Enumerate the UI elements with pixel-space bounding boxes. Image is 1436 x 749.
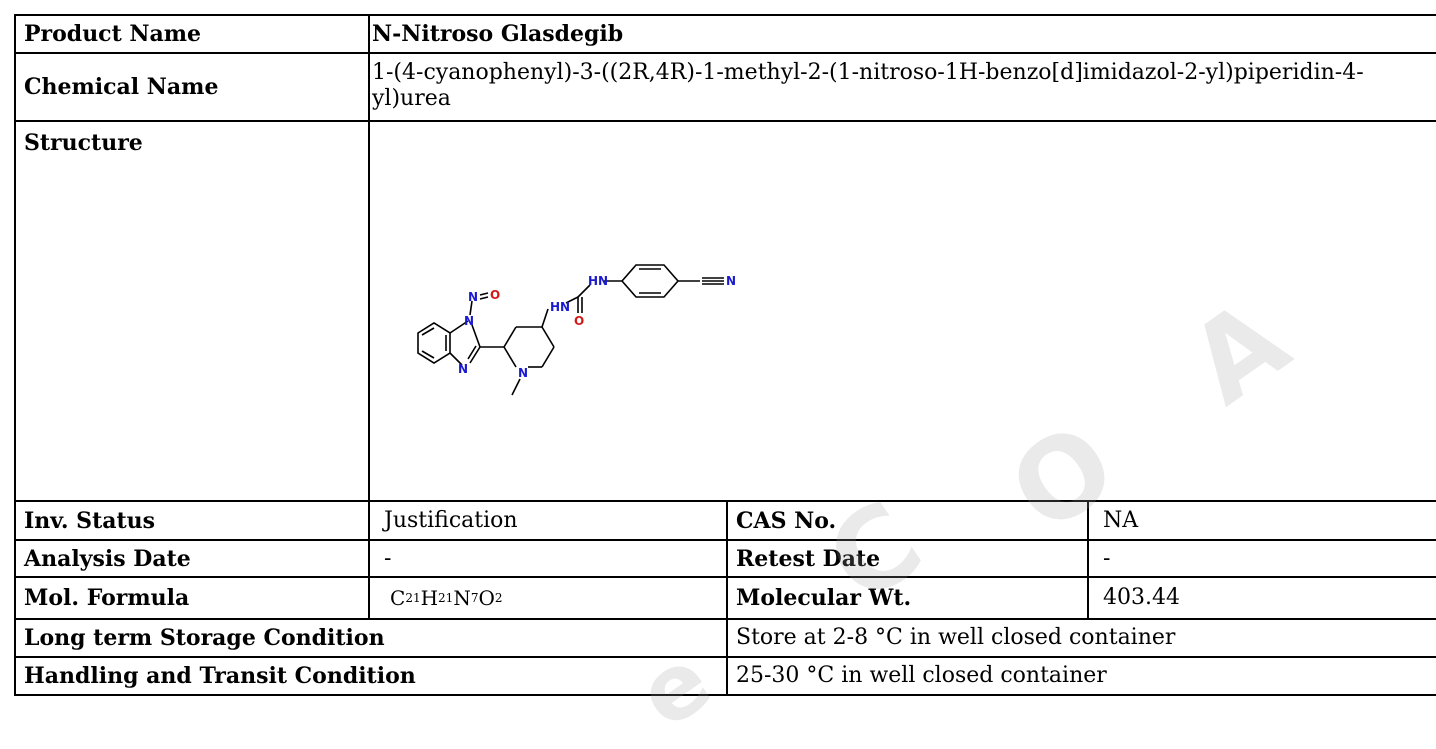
atom-hn-aryl: HN <box>588 274 608 288</box>
atom-n-piperidine: N <box>518 366 528 380</box>
atom-o-nitroso: O <box>490 288 500 302</box>
chemical-structure-diagram: N N O HN HN O N N N <box>417 264 736 396</box>
analysis-date-value: - <box>370 541 728 576</box>
formula-h: H <box>420 586 439 610</box>
chemical-name-value: 1-(4-cyanophenyl)-3-((2R,4R)-1-methyl-2-… <box>370 54 1436 120</box>
formula-c: C <box>390 586 406 610</box>
product-name-value: N-Nitroso Glasdegib <box>370 16 1436 52</box>
molecular-wt-label: Molecular Wt. <box>728 578 1089 618</box>
formula-o: O <box>478 586 495 610</box>
atom-n-nitrile: N <box>726 274 736 288</box>
retest-date-value: - <box>1089 541 1436 576</box>
cas-no-label: CAS No. <box>728 502 1089 539</box>
handling-transit-label: Handling and Transit Condition <box>16 658 728 694</box>
atom-hn-piperidine: HN <box>550 300 570 314</box>
atom-o-urea: O <box>574 314 584 328</box>
cas-no-value: NA <box>1089 502 1436 539</box>
row-chemical-name: Chemical Name 1-(4-cyanophenyl)-3-((2R,4… <box>16 54 1436 122</box>
analysis-date-label: Analysis Date <box>16 541 370 576</box>
row-handling-transit: Handling and Transit Condition 25-30 °C … <box>16 658 1436 696</box>
product-name-label: Product Name <box>16 16 370 52</box>
long-term-storage-value: Store at 2-8 °C in well closed container <box>728 620 1436 656</box>
row-product-name: Product Name N-Nitroso Glasdegib <box>16 16 1436 54</box>
mol-formula-label: Mol. Formula <box>16 578 370 618</box>
atom-n-imidazole: N <box>458 362 468 376</box>
atom-n-nitroso: N <box>468 290 478 304</box>
row-analysis-date: Analysis Date - Retest Date - <box>16 541 1436 578</box>
inv-status-label: Inv. Status <box>16 502 370 539</box>
inv-status-value: Justification <box>370 502 728 539</box>
row-long-term-storage: Long term Storage Condition Store at 2-8… <box>16 620 1436 658</box>
long-term-storage-label: Long term Storage Condition <box>16 620 728 656</box>
formula-n: N <box>453 586 471 610</box>
chemical-name-label: Chemical Name <box>16 54 370 120</box>
molecular-wt-value: 403.44 <box>1089 578 1436 618</box>
row-structure: Structure <box>16 122 1436 502</box>
structure-label: Structure <box>16 122 370 500</box>
handling-transit-value: 25-30 °C in well closed container <box>728 658 1436 694</box>
product-info-table: Product Name N-Nitroso Glasdegib Chemica… <box>14 14 1436 696</box>
atom-n-ring: N <box>464 314 474 328</box>
row-inv-status: Inv. Status Justification CAS No. NA <box>16 502 1436 541</box>
retest-date-label: Retest Date <box>728 541 1089 576</box>
